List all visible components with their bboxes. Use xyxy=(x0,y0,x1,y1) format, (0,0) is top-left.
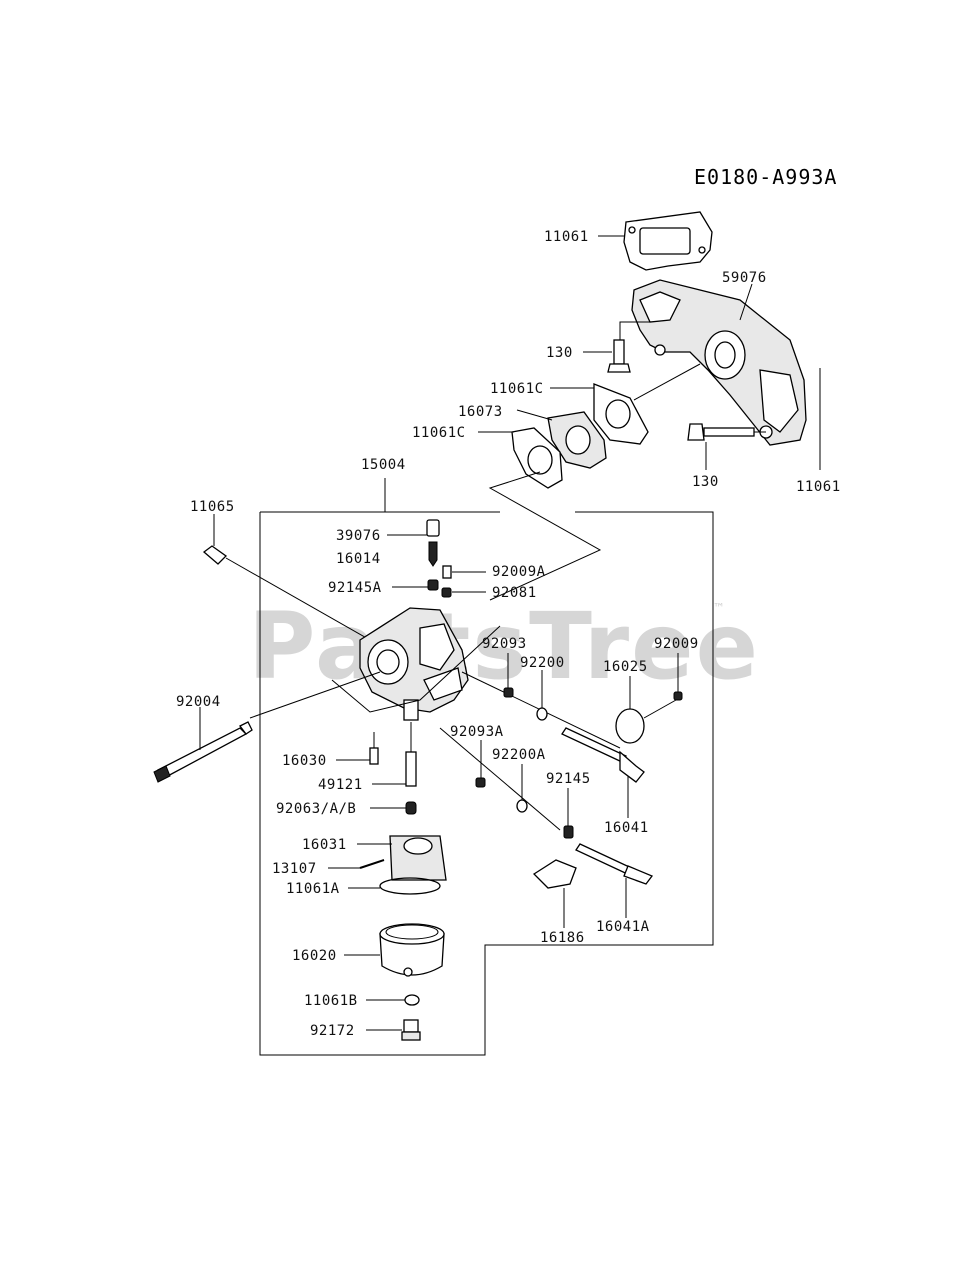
label-92145a: 92145A xyxy=(328,580,382,596)
label-92093: 92093 xyxy=(482,636,527,652)
leader-16073 xyxy=(516,409,553,421)
guide-gasket-carb xyxy=(488,471,602,601)
label-16030: 16030 xyxy=(282,753,327,769)
label-92093a: 92093A xyxy=(450,724,504,740)
label-11061-top: 11061 xyxy=(544,229,589,245)
label-13107: 13107 xyxy=(272,861,317,877)
choke-shaft-16041a[interactable] xyxy=(575,843,654,885)
label-11061b: 11061B xyxy=(304,993,358,1009)
spring-92145a[interactable] xyxy=(427,579,439,591)
pipe-11065[interactable] xyxy=(202,545,228,565)
washer-92200[interactable] xyxy=(536,707,548,721)
gasket-11061c-a[interactable] xyxy=(593,383,649,445)
float-bowl-16020[interactable] xyxy=(379,923,445,977)
label-11061-right: 11061 xyxy=(796,479,841,495)
seal-92063[interactable] xyxy=(405,801,417,815)
label-11061c-b: 11061C xyxy=(412,425,466,441)
label-16031: 16031 xyxy=(302,837,347,853)
insulator-16073[interactable] xyxy=(547,411,607,469)
label-16041a: 16041A xyxy=(596,919,650,935)
label-15004: 15004 xyxy=(361,457,406,473)
label-16073: 16073 xyxy=(458,404,503,420)
choke-plate-16186[interactable] xyxy=(532,859,577,889)
bolt-130-a[interactable] xyxy=(607,339,631,373)
intake-manifold-59076[interactable] xyxy=(631,279,807,446)
gasket-11061-top[interactable] xyxy=(623,211,713,271)
spring-92145[interactable] xyxy=(563,825,574,839)
label-11061a: 11061A xyxy=(286,881,340,897)
label-11061c-a: 11061C xyxy=(490,381,544,397)
pin-16030[interactable] xyxy=(369,747,379,765)
bolt-92172[interactable] xyxy=(401,1019,421,1041)
screw-92009[interactable] xyxy=(673,691,683,701)
label-92009a: 92009A xyxy=(492,564,546,580)
throttle-shaft-16041[interactable] xyxy=(561,727,645,783)
seal-92093a[interactable] xyxy=(475,777,486,788)
diagram-code: E0180-A993A xyxy=(694,165,837,189)
seal-92081[interactable] xyxy=(441,587,452,598)
guide-92004 xyxy=(249,671,381,719)
label-49121: 49121 xyxy=(318,777,363,793)
screw-92004[interactable] xyxy=(153,721,253,783)
label-92145: 92145 xyxy=(546,771,591,787)
leader-130-a-guide xyxy=(619,321,650,340)
watermark-trademark: ™ xyxy=(713,601,725,615)
label-92009: 92009 xyxy=(654,636,699,652)
label-92081: 92081 xyxy=(492,585,537,601)
label-16025: 16025 xyxy=(603,659,648,675)
carburetor-body[interactable] xyxy=(359,607,469,721)
float-16031[interactable] xyxy=(389,835,447,881)
guide-92009 xyxy=(643,699,677,719)
throttle-valve-16025[interactable] xyxy=(615,708,645,744)
label-16186: 16186 xyxy=(540,930,585,946)
bolt-130-b[interactable] xyxy=(687,423,755,441)
label-11065: 11065 xyxy=(190,499,235,515)
label-92004: 92004 xyxy=(176,694,221,710)
label-16020: 16020 xyxy=(292,948,337,964)
float-pin-49121[interactable] xyxy=(405,751,417,787)
cap-39076[interactable] xyxy=(426,519,440,537)
label-16014: 16014 xyxy=(336,551,381,567)
assembly-outline xyxy=(259,511,714,1056)
guide-11065 xyxy=(225,557,371,641)
label-92200: 92200 xyxy=(520,655,565,671)
guide-manifold xyxy=(633,363,701,401)
guide-carb-left xyxy=(331,625,501,713)
leader-59076 xyxy=(739,283,753,321)
label-130-a: 130 xyxy=(546,345,573,361)
guide-choke-shaft xyxy=(439,727,561,831)
gasket-11061a[interactable] xyxy=(379,877,441,895)
screw-92009a[interactable] xyxy=(442,565,452,579)
watermark-text: PartsTree xyxy=(248,593,760,700)
gasket-11061c-b[interactable] xyxy=(511,427,563,489)
label-130-b: 130 xyxy=(692,474,719,490)
label-92172: 92172 xyxy=(310,1023,355,1039)
needle-16014[interactable] xyxy=(428,541,438,567)
clip-13107[interactable] xyxy=(359,859,385,869)
seal-92093[interactable] xyxy=(503,687,514,698)
label-92063: 92063/A/B xyxy=(276,801,356,817)
gasket-11061b[interactable] xyxy=(404,994,420,1006)
label-16041: 16041 xyxy=(604,820,649,836)
label-59076: 59076 xyxy=(722,270,767,286)
label-39076: 39076 xyxy=(336,528,381,544)
label-92200a: 92200A xyxy=(492,747,546,763)
washer-92200a[interactable] xyxy=(516,799,528,813)
